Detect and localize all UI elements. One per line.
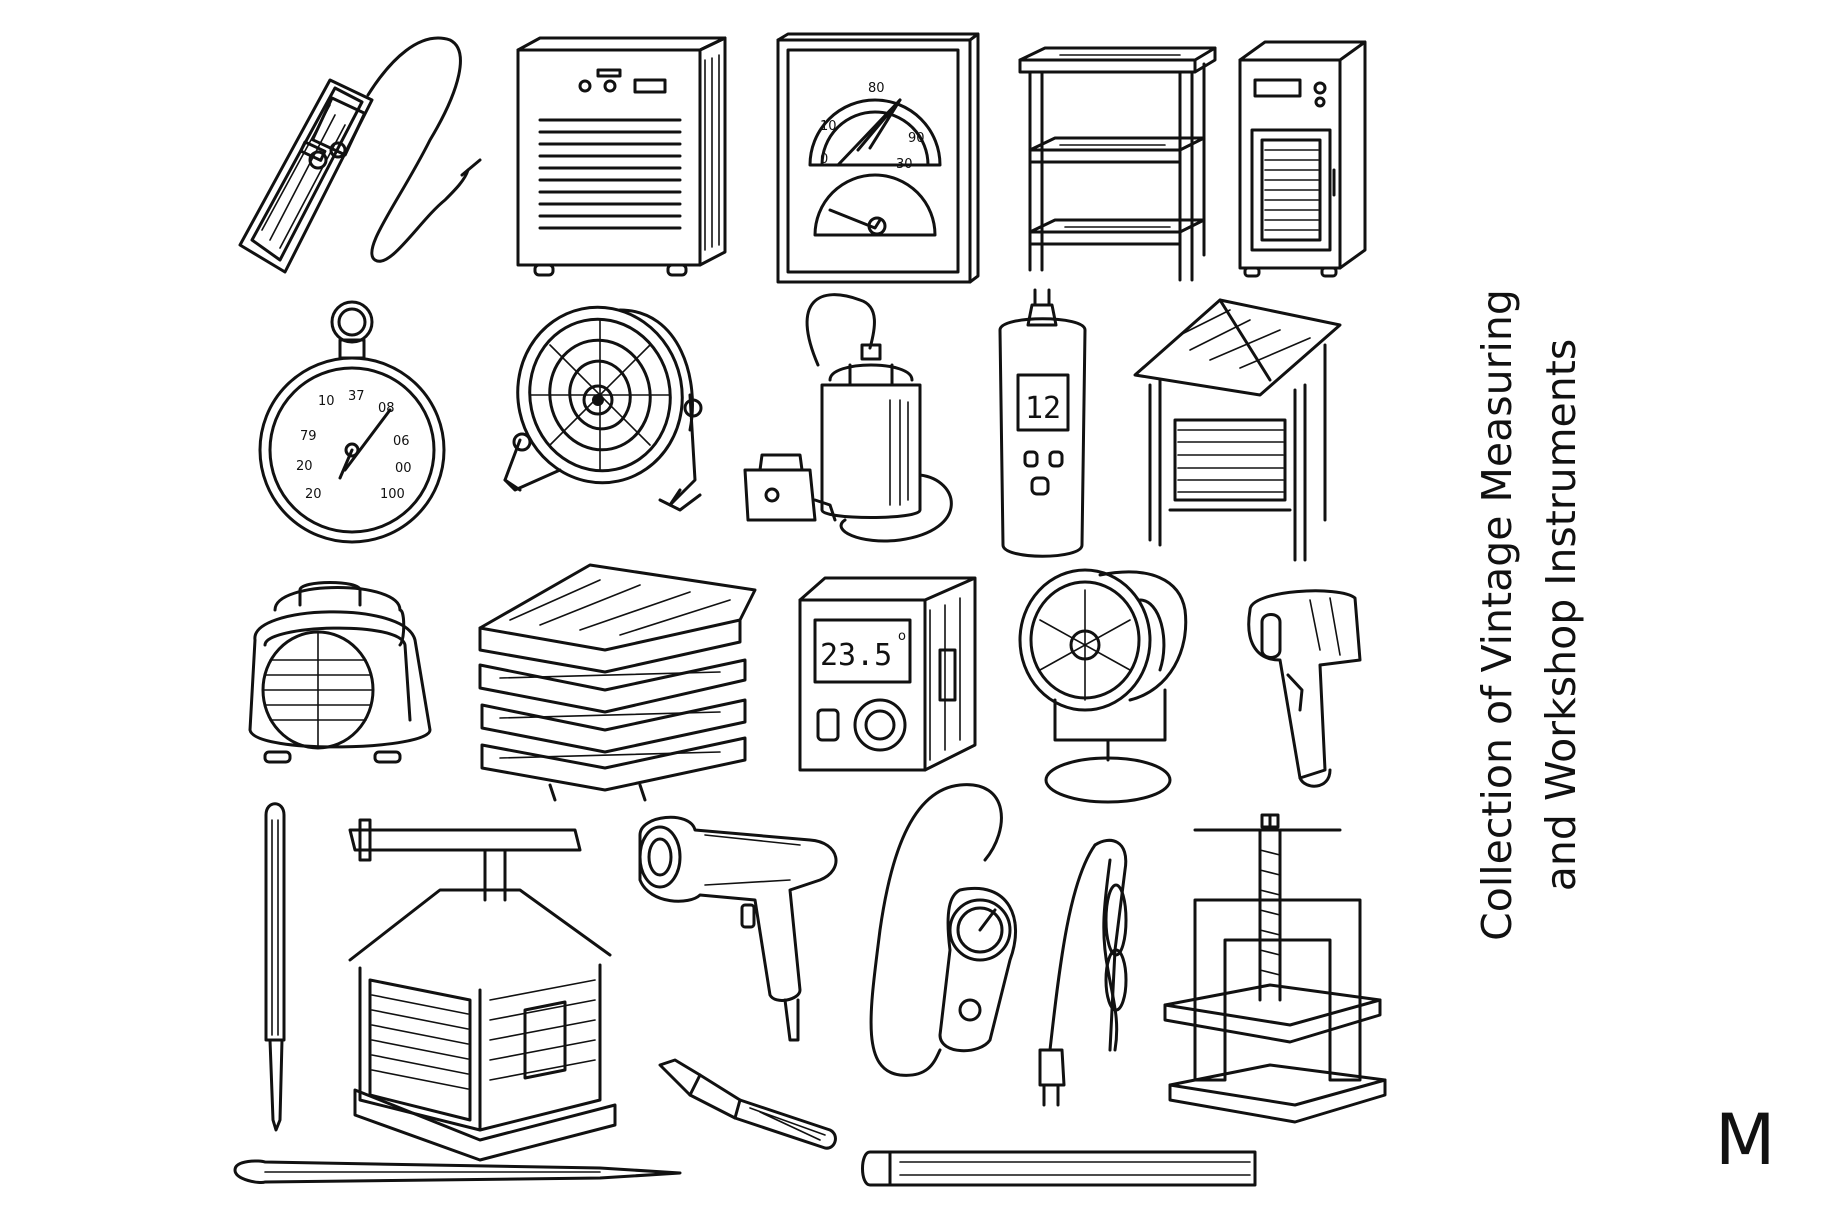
gauge-label-1: 80: [868, 81, 885, 96]
stopwatch-label-3: 08: [378, 401, 395, 416]
digital-handheld-meter: 12: [998, 288, 1087, 558]
gauge-label-4: 0: [820, 152, 828, 167]
heat-gun: [638, 815, 838, 1042]
stopwatch-label-2: 37: [348, 389, 365, 404]
caption-line-1: Collection of Vintage Measuring: [1473, 289, 1521, 941]
gauge-label-3: 90: [908, 131, 925, 146]
air-purifier: [516, 36, 727, 277]
long-probe-rod: [233, 1159, 682, 1184]
stopwatch-label-7: 00: [395, 461, 412, 476]
bench-press-vise: [1163, 813, 1387, 1124]
stopwatch-label-8: 20: [305, 487, 322, 502]
space-heater: [248, 581, 432, 764]
soldering-iron: [658, 1058, 837, 1150]
gauge-label-5: 30: [896, 157, 913, 172]
corded-dial-gauge: [869, 783, 1018, 1077]
wall-gauge-panel: 80 10 90 0 30: [776, 32, 980, 284]
thermostat-display: 23.5: [820, 638, 892, 673]
plug-probe-cable: [1038, 838, 1128, 1107]
wooden-press-box: [348, 818, 617, 1162]
stopwatch: 10 37 08 79 06 20 00 20 100: [258, 300, 446, 544]
wooden-ruler-bar: [861, 1150, 1257, 1187]
stopwatch-label-5: 06: [393, 434, 410, 449]
digital-thermostat-controller: 23.5 o: [798, 576, 977, 772]
handheld-display: 12: [1025, 391, 1061, 426]
brand-mark: M: [1715, 1099, 1776, 1181]
desk-fan: [503, 305, 703, 512]
stopwatch-label-6: 20: [296, 459, 313, 474]
stopwatch-label-9: 100: [380, 487, 405, 502]
handheld-probe-meter: [238, 36, 482, 274]
gauge-label-2: 10: [820, 119, 837, 134]
wooden-shelf-stand: [1018, 46, 1217, 282]
slim-probe-tool: [264, 802, 286, 1132]
thermostat-unit: o: [898, 629, 906, 644]
stopwatch-label-1: 10: [318, 394, 335, 409]
caption-line-2: and Workshop Instruments: [1537, 338, 1585, 892]
dehydrator-cabinet: [1238, 40, 1367, 278]
infrared-thermometer-gun: [1247, 589, 1362, 788]
spot-blower-fan: [1018, 568, 1188, 804]
stopwatch-label-4: 79: [300, 429, 317, 444]
vacuum-pump: [743, 293, 953, 543]
stacked-wood-planks: [478, 563, 757, 802]
caption-block: Collection of Vintage Measuring and Work…: [1465, 205, 1645, 1025]
doghouse-rack: [1133, 298, 1342, 562]
